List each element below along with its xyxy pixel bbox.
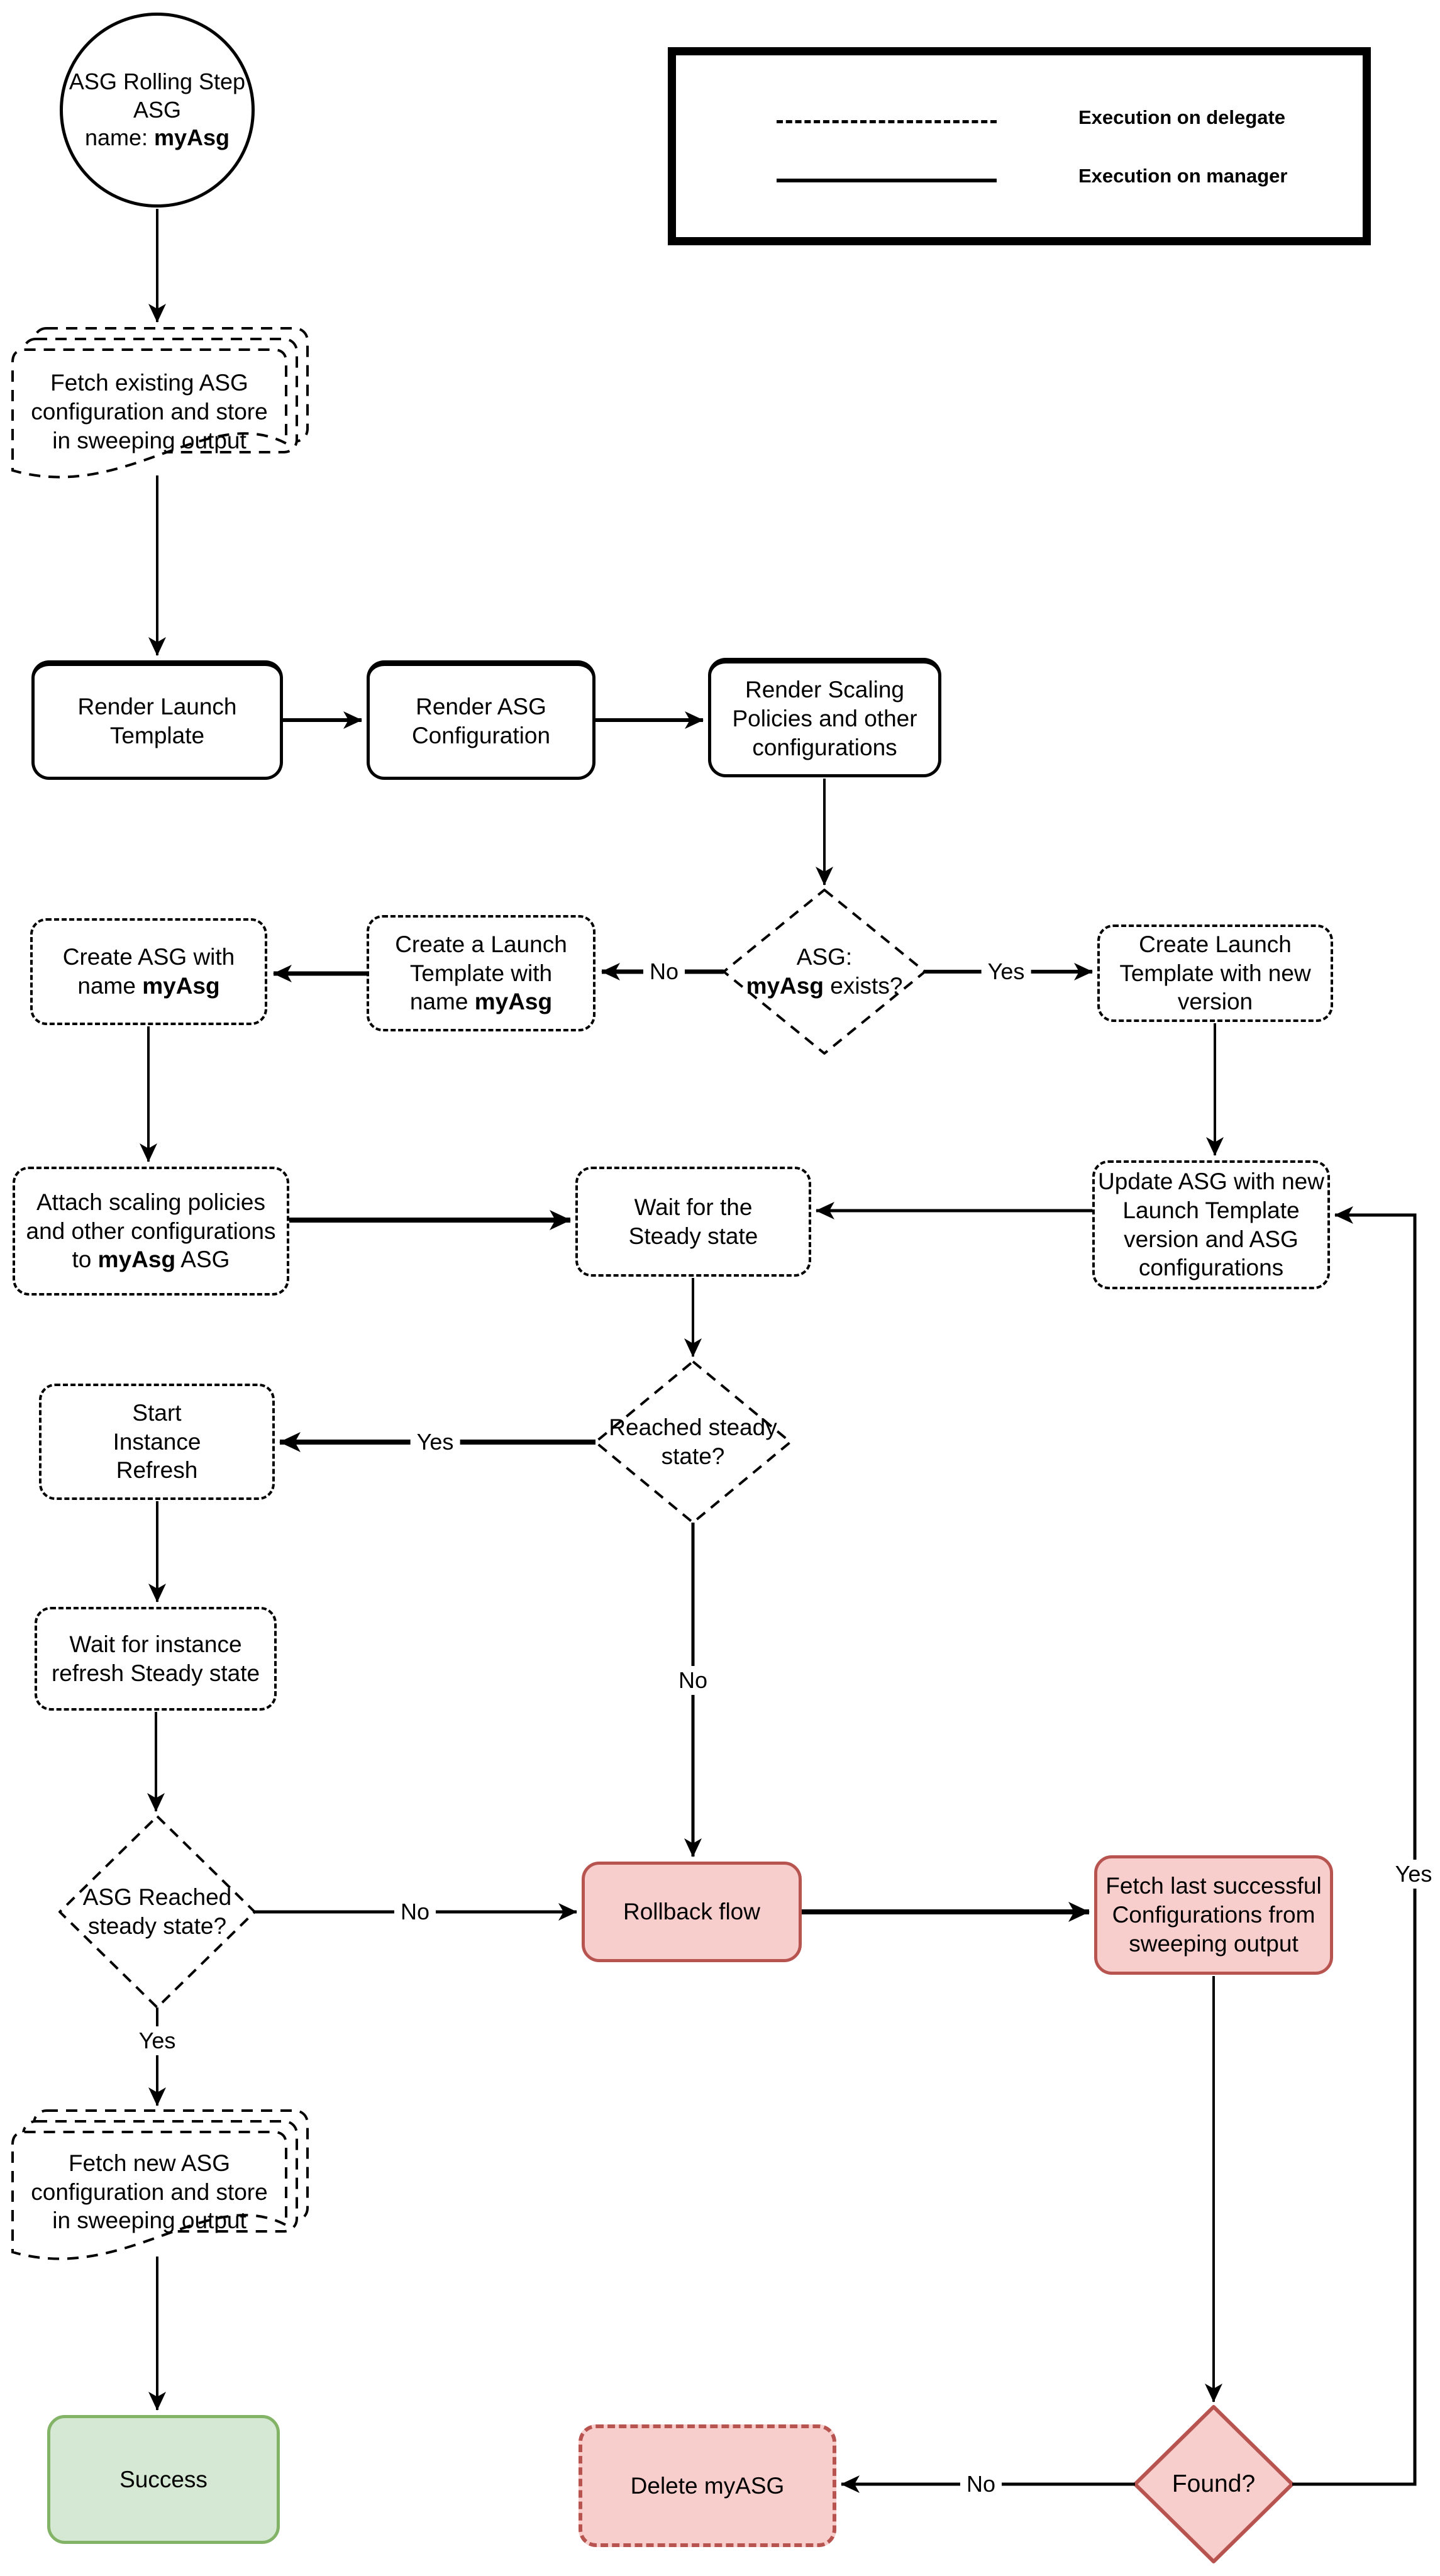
start-instance-refresh-text: Start Instance Refresh [113, 1399, 201, 1484]
delete-myasg-text: Delete myASG [630, 2472, 785, 2499]
create-launch-new-version-text: Create Launch Template with new version [1119, 931, 1311, 1015]
attach-scaling-bold: myAsg [97, 1246, 176, 1273]
legend-solid-line-sample [777, 179, 997, 182]
create-asg-bold: myAsg [142, 973, 220, 999]
node-create-launch-template-named: Create a Launch Template with name myAsg [367, 915, 595, 1031]
legend-label-delegate: Execution on delegate [1078, 106, 1286, 128]
node-create-asg: Create ASG with name myAsg [30, 918, 267, 1025]
fetch-existing-text: Fetch existing ASG configuration and sto… [31, 370, 268, 453]
node-wait-instance-refresh: Wait for instance refresh Steady state [35, 1607, 277, 1711]
node-fetch-last-successful: Fetch last successful Configurations fro… [1094, 1855, 1333, 1975]
create-launch-named-prefix: Create a Launch Template with name [395, 931, 567, 1015]
create-launch-named-text: Create a Launch Template with name myAsg [382, 930, 580, 1017]
multidoc-fetch-existing-shape [11, 327, 309, 479]
edge-label-yes-asg-exists: Yes [981, 957, 1031, 986]
update-asg-text: Update ASG with new Launch Template vers… [1098, 1168, 1324, 1281]
diamond-found-shape [1133, 2405, 1294, 2563]
node-start-instance-refresh: Start Instance Refresh [39, 1384, 275, 1500]
attach-scaling-suffix: ASG [175, 1246, 230, 1273]
start-circle-line1: ASG Rolling Step [69, 69, 246, 95]
reached-steady-text: Reached steady state? [609, 1414, 777, 1469]
asg-exists-line1: ASG: [796, 944, 853, 970]
arrow-found-yes-to-update [1292, 1206, 1417, 2486]
node-delete-myasg: Delete myASG [579, 2424, 836, 2547]
start-circle-name-bold: myAsg [154, 125, 230, 151]
start-circle-line3: name: myAsg [85, 124, 230, 152]
diamond-asg-exists-shape [723, 889, 926, 1055]
diamond-reached-steady-shape [594, 1360, 792, 1524]
node-found-decision: Found? [1151, 2450, 1277, 2519]
asg-exists-suffix: exists? [823, 973, 903, 999]
multidoc-fetch-new-shape [11, 2109, 309, 2260]
edge-label-yes-reached: Yes [410, 1428, 460, 1457]
node-start-circle: ASG Rolling Step ASG name: myAsg [60, 13, 255, 208]
node-render-launch-template: Render Launch Template [31, 660, 283, 780]
found-text: Found? [1171, 2470, 1256, 2497]
node-update-asg: Update ASG with new Launch Template vers… [1092, 1160, 1330, 1289]
rollback-flow-text: Rollback flow [623, 1899, 760, 1925]
node-render-scaling-policies: Render Scaling Policies and other config… [708, 658, 941, 777]
node-attach-scaling-policies: Attach scaling policies and other config… [13, 1167, 289, 1296]
fetch-last-successful-text: Fetch last successful Configurations fro… [1105, 1873, 1322, 1957]
asg-reached-steady-text: ASG Reached steady state? [82, 1884, 232, 1939]
attach-scaling-text: Attach scaling policies and other config… [20, 1188, 282, 1275]
attach-scaling-prefix: Attach scaling policies and other config… [26, 1189, 276, 1273]
node-success: Success [47, 2415, 280, 2544]
wait-instance-refresh-text: Wait for instance refresh Steady state [51, 1631, 260, 1686]
create-asg-text: Create ASG with name myAsg [52, 943, 246, 1001]
start-circle-name-prefix: name: [84, 125, 154, 151]
render-asg-configuration-text: Render ASG Configuration [411, 694, 551, 748]
edge-label-no-asg-exists: No [643, 957, 685, 986]
node-rollback-flow: Rollback flow [582, 1862, 802, 1962]
node-fetch-existing-config: Fetch existing ASG configuration and sto… [19, 362, 280, 462]
wait-steady-text: Wait for the Steady state [628, 1194, 758, 1249]
asg-exists-bold: myAsg [746, 973, 824, 999]
legend-label-manager: Execution on manager [1078, 165, 1288, 187]
create-launch-named-bold: myAsg [474, 989, 553, 1015]
node-fetch-new-config: Fetch new ASG configuration and store in… [19, 2143, 280, 2241]
create-asg-prefix: Create ASG with name [62, 944, 235, 999]
asg-exists-line2: myAsg exists? [746, 972, 903, 1001]
edge-label-no-reached: No [672, 1666, 714, 1695]
edge-label-yes-found: Yes [1388, 1860, 1439, 1889]
edge-label-no-found: No [960, 2470, 1002, 2499]
node-reached-steady-decision: Reached steady state? [608, 1392, 778, 1492]
render-scaling-policies-text: Render Scaling Policies and other config… [732, 677, 917, 760]
node-render-asg-configuration: Render ASG Configuration [367, 660, 595, 780]
render-launch-template-text: Render Launch Template [77, 694, 237, 748]
edge-label-no-asg-reached: No [394, 1897, 436, 1926]
node-wait-steady-state: Wait for the Steady state [575, 1167, 811, 1277]
edge-label-yes-asg-reached: Yes [132, 2026, 182, 2055]
legend-dashed-line-sample [777, 120, 997, 123]
node-asg-exists-decision: ASG: myAsg exists? [736, 912, 912, 1031]
diamond-asg-reached-steady-shape [58, 1815, 256, 2009]
legend: Execution on delegate Execution on manag… [668, 47, 1371, 245]
node-asg-reached-steady-decision: ASG Reached steady state? [66, 1858, 248, 1965]
node-create-launch-template-new-version: Create Launch Template with new version [1097, 924, 1333, 1022]
success-text: Success [119, 2466, 208, 2492]
fetch-new-text: Fetch new ASG configuration and store in… [31, 2150, 268, 2234]
start-circle-line2: ASG [133, 96, 182, 123]
